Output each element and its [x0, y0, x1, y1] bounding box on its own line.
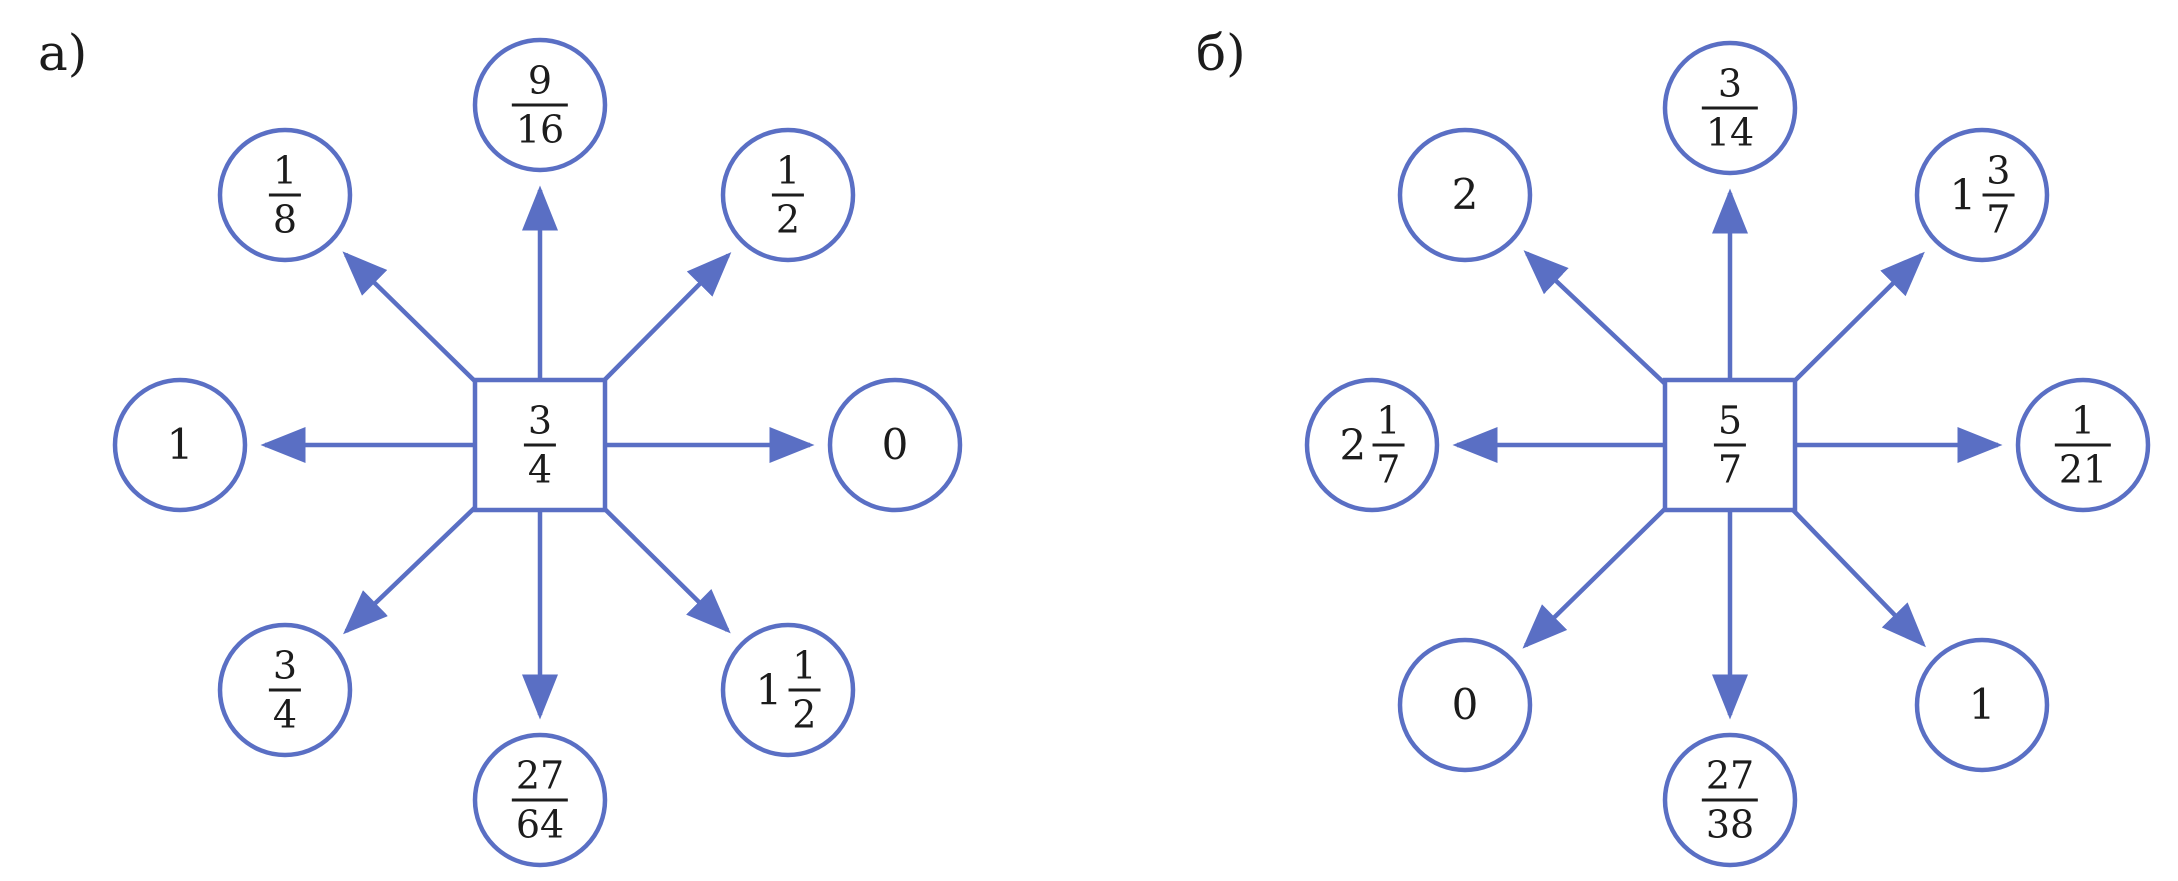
node-circle-e — [827, 377, 963, 513]
node-circle-ne — [1914, 127, 2050, 263]
whole-number: 1 — [166, 420, 194, 469]
node-value-se: 1 — [1969, 684, 1996, 726]
numerator: 3 — [1986, 148, 2011, 193]
numerator: 5 — [1717, 398, 1743, 443]
whole-number: 0 — [881, 420, 909, 469]
numerator: 1 — [272, 148, 298, 193]
numerator: 9 — [527, 58, 553, 103]
whole-number: 0 — [1451, 680, 1479, 729]
numerator: 27 — [1705, 753, 1755, 798]
denominator: 7 — [1713, 443, 1747, 489]
node-circle-w — [1304, 377, 1440, 513]
denominator: 38 — [1701, 798, 1759, 844]
node-value-sw: 0 — [1452, 684, 1479, 726]
denominator: 4 — [268, 688, 302, 734]
denominator: 14 — [1701, 106, 1759, 152]
numerator: 27 — [515, 753, 565, 798]
panel-b-diagram — [1304, 40, 2151, 868]
numerator: 1 — [2070, 398, 2096, 443]
whole-number: 2 — [1339, 420, 1367, 469]
numerator: 1 — [792, 643, 817, 688]
denominator: 7 — [1372, 443, 1405, 489]
node-circle-nw — [1397, 127, 1533, 263]
denominator: 16 — [511, 103, 569, 149]
panel-a-label: а) — [38, 24, 88, 82]
whole-number: 1 — [755, 665, 783, 714]
arrow-ne — [602, 252, 732, 382]
arrow-se — [603, 507, 731, 634]
whole-number: 2 — [1451, 170, 1479, 219]
denominator: 7 — [1982, 193, 2015, 239]
numerator: 3 — [1717, 61, 1743, 106]
panel-b-label: б) — [1196, 24, 1246, 82]
denominator: 2 — [771, 193, 805, 239]
node-circle-se — [1914, 637, 2050, 773]
arrow-nw — [1523, 250, 1667, 386]
denominator: 8 — [268, 193, 302, 239]
denominator: 2 — [788, 688, 821, 734]
node-circle-w — [112, 377, 248, 513]
node-circle-sw — [1397, 637, 1533, 773]
denominator: 4 — [523, 443, 557, 489]
numerator: 3 — [527, 398, 553, 443]
numerator: 3 — [272, 643, 298, 688]
node-circle-se — [720, 622, 856, 758]
node-value-w: 1 — [167, 424, 194, 466]
arrow-sw — [343, 505, 477, 635]
arrow-ne — [1793, 251, 1925, 383]
whole-number: 1 — [1949, 170, 1977, 219]
numerator: 1 — [775, 148, 801, 193]
arrow-se — [1791, 508, 1926, 648]
node-value-nw: 2 — [1452, 174, 1479, 216]
numerator: 1 — [1376, 398, 1401, 443]
denominator: 21 — [2054, 443, 2112, 489]
whole-number: 1 — [1968, 680, 1996, 729]
node-value-e: 0 — [882, 424, 909, 466]
arrow-sw — [1522, 507, 1667, 649]
arrow-nw — [342, 251, 477, 383]
denominator: 64 — [511, 798, 569, 844]
